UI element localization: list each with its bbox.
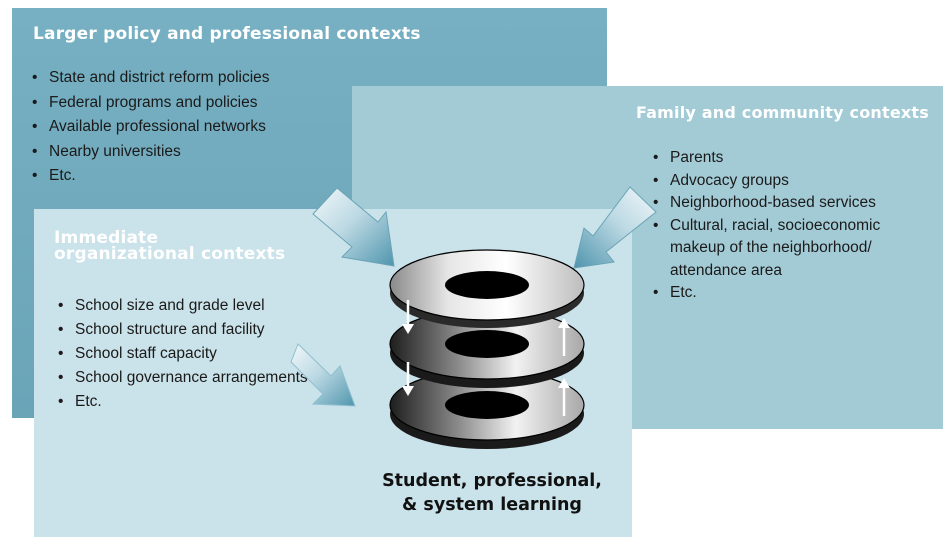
disk-top xyxy=(389,249,585,328)
list-item: School staff capacity xyxy=(58,342,318,366)
list-item: Etc. xyxy=(653,282,938,305)
learning-caption: Student, professional, & system learning xyxy=(362,469,622,517)
family-context-list: Parents Advocacy groups Neighborhood-bas… xyxy=(653,147,938,305)
up-arrow-icon xyxy=(558,318,570,356)
caption-line: Student, professional, xyxy=(382,471,602,491)
heading-line: Immediate xyxy=(54,228,159,248)
list-item: State and district reform policies xyxy=(32,66,270,91)
list-item: Etc. xyxy=(58,390,318,414)
list-item: Etc. xyxy=(32,164,270,189)
arrow-organization-to-center xyxy=(290,343,356,407)
disk-middle xyxy=(389,308,585,388)
arrow-policy-to-center xyxy=(312,187,395,267)
list-item: Advocacy groups xyxy=(653,170,938,193)
organizational-context-list: School size and grade level School struc… xyxy=(58,294,318,414)
up-arrow-icon xyxy=(558,378,570,416)
list-item: Parents xyxy=(653,147,938,170)
arrow-family-to-center xyxy=(573,186,657,269)
caption-line: & system learning xyxy=(402,495,582,515)
disk-bottom xyxy=(389,369,585,449)
list-item: Available professional networks xyxy=(32,115,270,140)
list-item: School size and grade level xyxy=(58,294,318,318)
heading-line: organizational contexts xyxy=(54,244,286,264)
list-item: School structure and facility xyxy=(58,318,318,342)
list-item: Nearby universities xyxy=(32,140,270,165)
list-item: Federal programs and policies xyxy=(32,91,270,116)
list-item: Cultural, racial, socioeconomic makeup o… xyxy=(653,215,938,283)
organizational-context-heading: Immediate organizational contexts xyxy=(54,228,286,264)
policy-context-heading: Larger policy and professional contexts xyxy=(33,24,421,44)
policy-context-list: State and district reform policies Feder… xyxy=(32,66,270,189)
down-arrow-icon xyxy=(402,362,414,396)
family-context-heading: Family and community contexts xyxy=(635,103,929,122)
list-item: School governance arrangements xyxy=(58,366,318,390)
list-item: Neighborhood-based services xyxy=(653,192,938,215)
learning-disk-stack xyxy=(389,249,585,449)
down-arrow-icon xyxy=(402,300,414,334)
